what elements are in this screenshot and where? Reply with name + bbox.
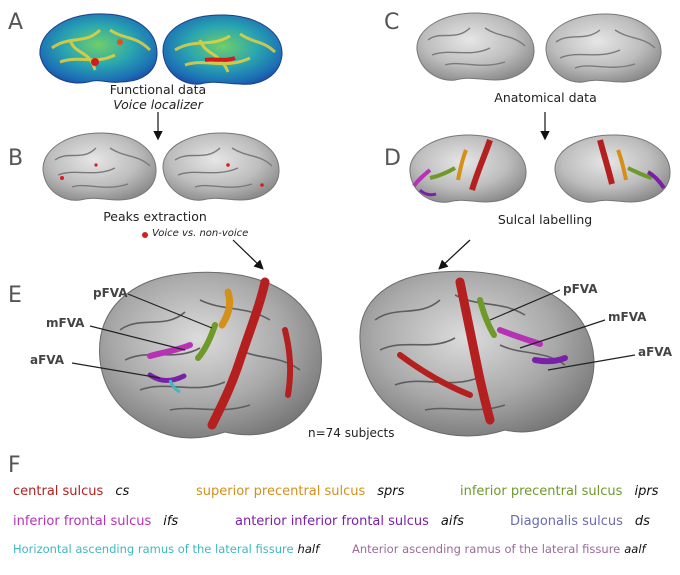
legend-label-aifs: anterior inferior frontal sulcus (235, 514, 429, 529)
legend-abbr-iprs: iprs (634, 484, 659, 499)
brain-functional-right (162, 14, 283, 85)
brain-sulcal-left (409, 134, 527, 203)
legend-label-sprs: superior precentral sulcus (196, 484, 366, 499)
brain-sulcal-right (554, 134, 671, 203)
legend-item-iprs: inferior precentral sulcus iprs (460, 484, 658, 499)
legend-label-cs: central sulcus (13, 484, 104, 499)
legend-label-ds: Diagonalis sulcus (510, 514, 623, 529)
legend-item-ds: Diagonalis sulcus ds (510, 514, 650, 529)
caption-functional: Functional data Voice localizer (98, 82, 218, 112)
legend-item-sprs: superior precentral sulcus sprs (196, 484, 404, 499)
legend-abbr-half: half (297, 542, 320, 556)
caption-subjects: n=74 subjects (308, 426, 395, 440)
caption-functional-line1: Functional data (109, 82, 207, 97)
caption-sulcal: Sulcal labelling (497, 212, 593, 227)
legend-label-half: Horizontal ascending ramus of the latera… (13, 542, 294, 556)
leader-left-pfva (127, 293, 213, 329)
legend-label-ifs: inferior frontal sulcus (13, 514, 152, 529)
legend-abbr-sprs: sprs (377, 484, 405, 499)
legend-abbr-cs: cs (115, 484, 130, 499)
legend-row-1: central sulcus cs superior precentral sul… (0, 484, 680, 504)
label-left-afva: aFVA (30, 353, 65, 367)
caption-peaks: Peaks extraction (103, 209, 207, 224)
brain-anatomical-right (545, 13, 662, 83)
brain-anatomical-left (416, 12, 535, 81)
brain-peaks-right (162, 132, 280, 201)
legend-label-aalf: Anterior ascending ramus of the lateral … (352, 542, 621, 556)
legend-row-3: Horizontal ascending ramus of the latera… (0, 542, 680, 562)
panel-letter-c: C (384, 10, 400, 35)
brain-large-left (99, 271, 322, 439)
label-right-mfva: mFVA (608, 310, 647, 324)
leader-right-mfva (519, 319, 606, 349)
label-right-pfva: pFVA (563, 282, 598, 296)
legend-row-2: inferior frontal sulcus ifs anterior infe… (0, 514, 680, 534)
legend-item-half: Horizontal ascending ramus of the latera… (13, 542, 319, 556)
legend-item-cs: central sulcus cs (13, 484, 129, 499)
legend-item-ifs: inferior frontal sulcus ifs (13, 514, 178, 529)
panel-letter-d: D (384, 146, 401, 171)
caption-functional-line2: Voice localizer (113, 97, 203, 112)
leader-left-afva (71, 362, 161, 379)
brain-large-right (359, 270, 595, 437)
legend-label-iprs: inferior precentral sulcus (460, 484, 623, 499)
leader-left-mfva (89, 325, 186, 351)
brain-functional-left (39, 13, 158, 84)
label-left-mfva: mFVA (46, 316, 85, 330)
brain-peaks-left (42, 132, 157, 201)
legend-item-aifs: anterior inferior frontal sulcus aifs (235, 514, 464, 529)
panel-letter-a: A (8, 10, 24, 35)
legend-abbr-aalf: aalf (624, 542, 646, 556)
legend-abbr-aifs: aifs (440, 514, 464, 529)
legend-abbr-ifs: ifs (163, 514, 179, 529)
caption-anatomical: Anatomical data (494, 90, 597, 105)
panel-letter-b: B (8, 146, 24, 171)
arrow-d-to-e (438, 239, 471, 270)
leader-right-pfva (489, 289, 561, 321)
label-left-pfva: pFVA (93, 286, 128, 300)
panel-letter-e: E (8, 283, 22, 308)
legend-item-aalf: Anterior ascending ramus of the lateral … (352, 542, 646, 556)
caption-peaks-legend: Voice vs. non-voice (152, 228, 249, 239)
peaks-legend-dot (142, 232, 148, 238)
arrow-b-to-e (232, 239, 264, 270)
leader-right-afva (547, 354, 636, 371)
label-right-afva: aFVA (638, 345, 673, 359)
panel-letter-f: F (8, 453, 21, 478)
legend-abbr-ds: ds (634, 514, 650, 529)
